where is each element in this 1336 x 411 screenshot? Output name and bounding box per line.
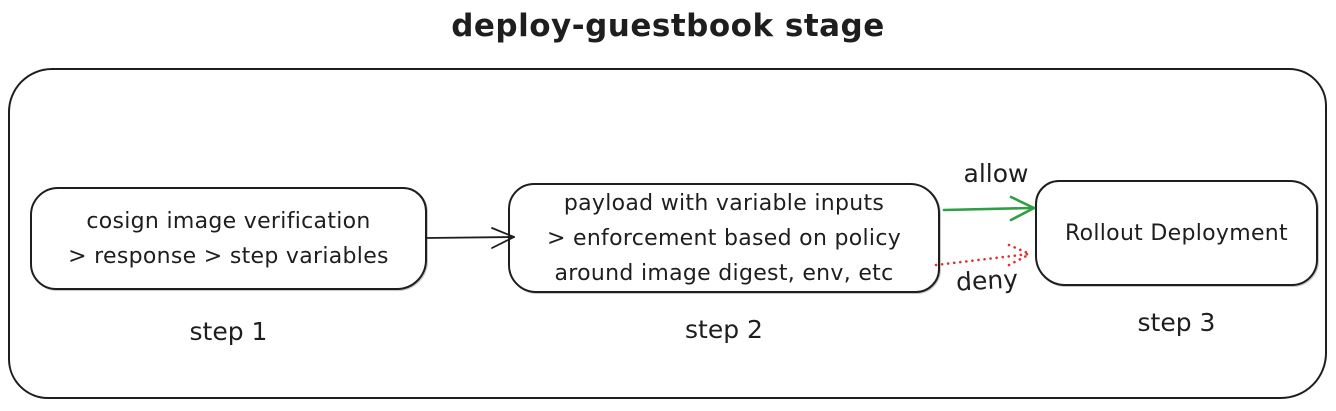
node-step1: cosign image verification > response > s… [30,187,427,290]
arrow-step1-to-step2-icon [425,227,515,249]
node-step2-text-line2: > enforcement based on policy [546,225,902,251]
step3-label: step 3 [1137,308,1216,337]
allow-edge-label: allow [963,159,1029,188]
stage-container-box [8,68,1327,399]
deny-arrow-icon [934,243,1032,267]
deny-edge-label: deny [955,264,1019,297]
diagram-title: deploy-guestbook stage [451,8,885,44]
node-step2-text-line1: payload with variable inputs [563,190,885,216]
node-step1-text-line1: cosign image verification [86,208,371,234]
node-step1-text-line2: > response > step variables [68,243,389,269]
node-step3: Rollout Deployment [1035,180,1318,286]
step1-label: step 1 [189,317,268,346]
allow-arrow-icon [942,195,1036,222]
node-step2-text-line3: around image digest, env, etc [554,260,894,286]
step2-label: step 2 [685,315,763,344]
node-step3-text-line1: Rollout Deployment [1065,220,1288,246]
node-step2: payload with variable inputs > enforceme… [508,183,940,293]
